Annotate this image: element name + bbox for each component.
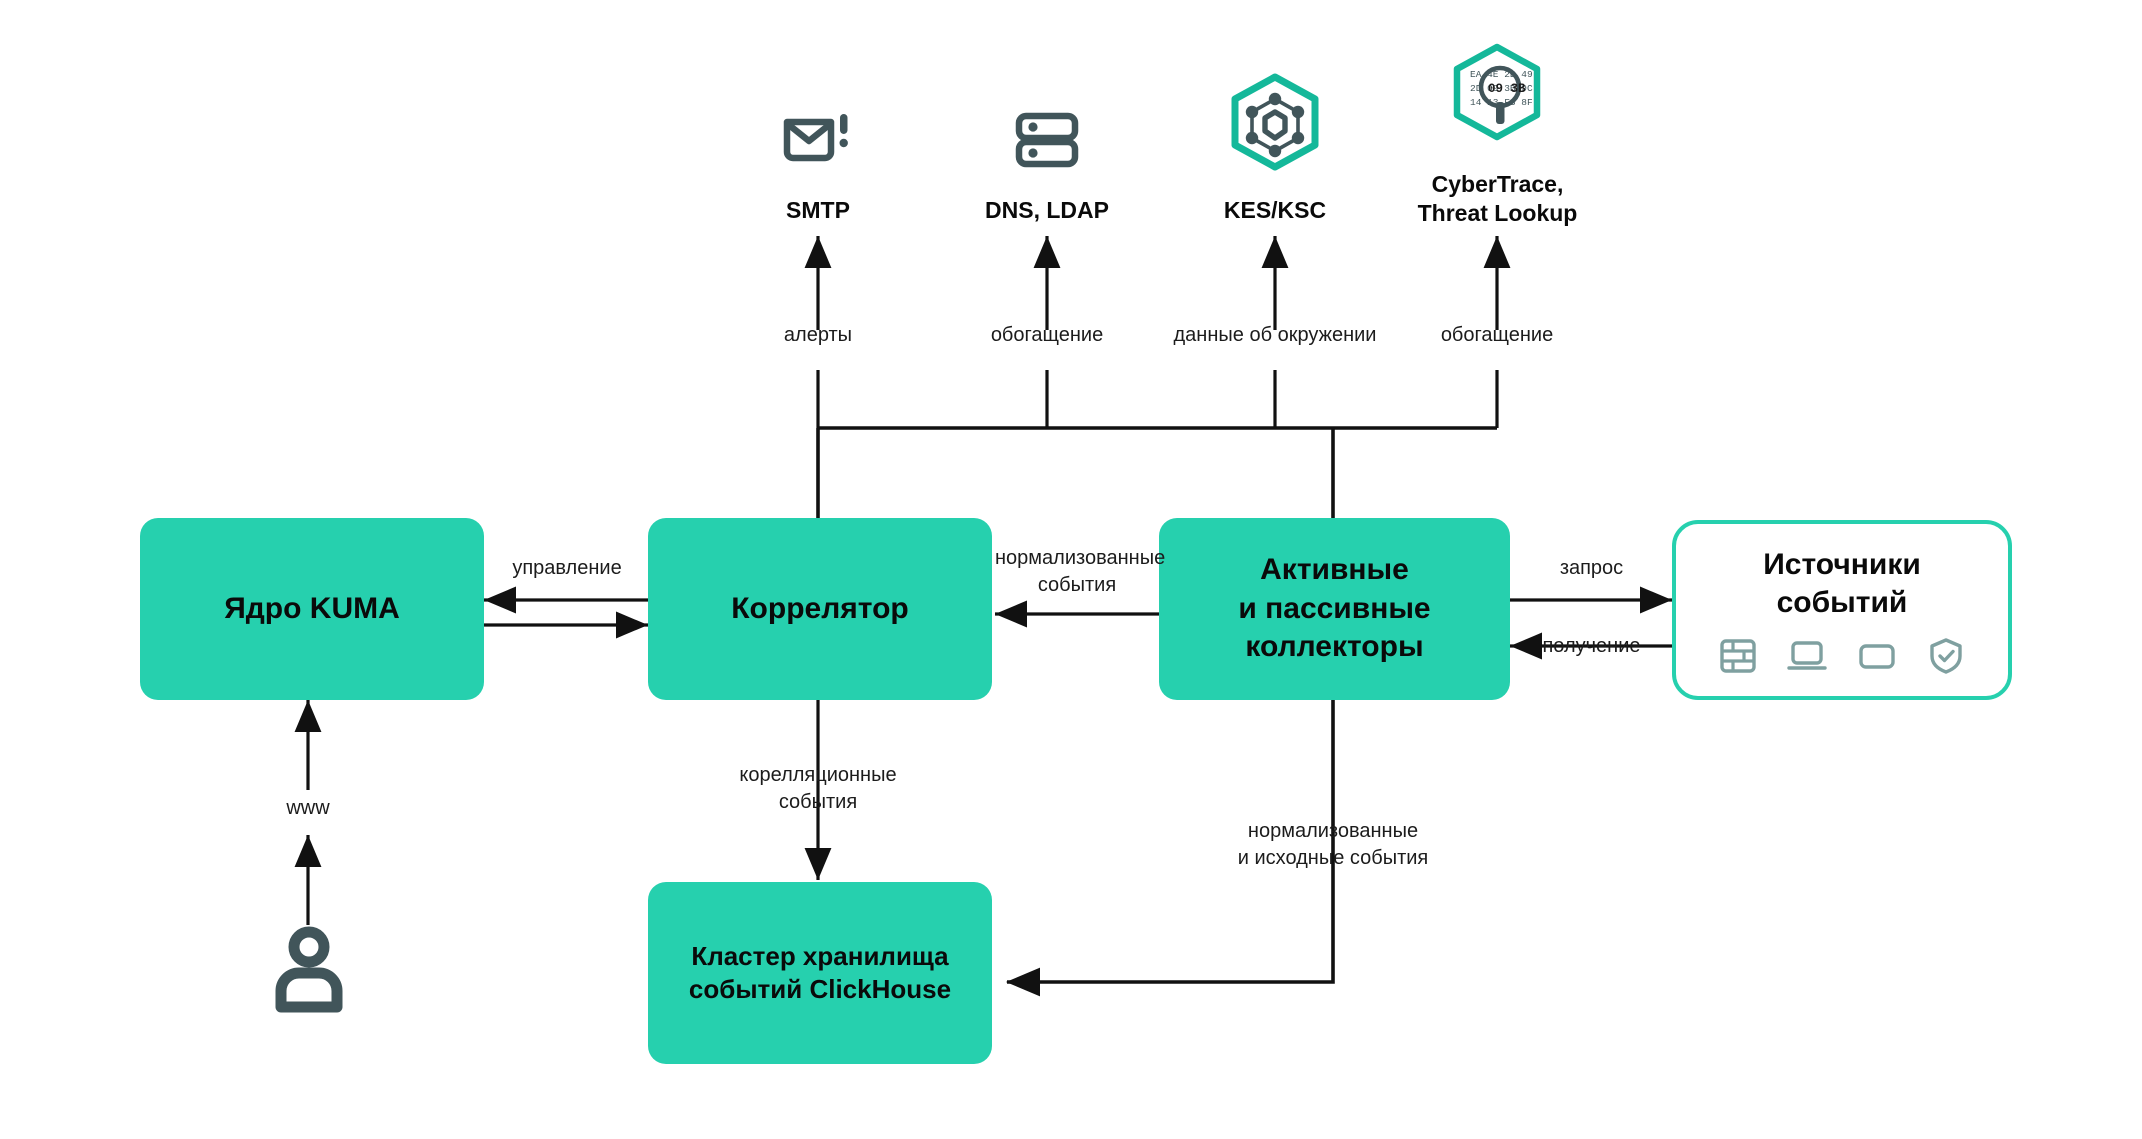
ext-label-cybertrace: CyberTrace, Threat Lookup [1417,171,1578,226]
shield-check-icon [1927,637,1965,680]
node-sources-label: Источники событий [1763,548,1921,619]
edge-label-management: управление [512,557,622,579]
envelope-alert-icon [781,108,853,175]
node-kuma-core-label: Ядро KUMA [224,591,400,625]
edge-label-env-data: данные об окружении [1173,324,1377,346]
edge-label-request: запрос [1559,557,1624,579]
edge-label-alerts: алерты [783,324,853,346]
ext-label-kes-ksc: KES/KSC [1223,197,1327,223]
edge-label-correlation-events: корелляционные события [739,764,897,813]
edge-label-normalized: нормализованные события [995,547,1166,596]
node-collectors-label: Активные и пассивные коллекторы [1238,553,1431,664]
edge-label-raw-events: нормализованные и исходные события [1237,820,1429,869]
node-clickhouse-label: Кластер хранилища событий ClickHouse [688,940,952,1004]
node-clickhouse[interactable]: Кластер хранилища событий ClickHouse [648,882,992,1064]
edge-label-www: www [286,797,330,819]
firewall-icon [1719,637,1757,680]
hex-magnifier-icon: EA 4E 2B 49 2D 09 3B 9C 14 13 F3 8F 09 3… [1442,42,1552,153]
edge-label-receive: получение [1542,635,1641,657]
node-correlator[interactable]: Коррелятор [648,518,992,700]
svg-text:09 3B: 09 3B [1488,82,1526,96]
source-icon-row [1719,637,1965,680]
svg-text:EA 4E 2B 49: EA 4E 2B 49 [1470,69,1533,80]
node-correlator-label: Коррелятор [731,591,909,625]
arrow-raw-events [1005,700,1335,997]
server-rack-icon [1014,112,1080,173]
kaspersky-hexagon-icon [1222,72,1328,183]
svg-text:2D 09 3B 9C: 2D 09 3B 9C [1470,83,1533,94]
edge-label-enrich-dns: обогащение [990,324,1104,346]
node-collectors[interactable]: Активные и пассивные коллекторы [1159,518,1510,700]
node-sources[interactable]: Источники событий [1672,520,2012,700]
monitor-icon [1857,637,1897,680]
ext-label-dns-ldap: DNS, LDAP [985,197,1109,223]
ext-label-smtp: SMTP [786,197,850,223]
node-kuma-core[interactable]: Ядро KUMA [140,518,484,700]
laptop-icon [1787,637,1827,680]
user-person-icon [267,925,351,1020]
edge-label-enrich-ct: обогащение [1440,324,1554,346]
